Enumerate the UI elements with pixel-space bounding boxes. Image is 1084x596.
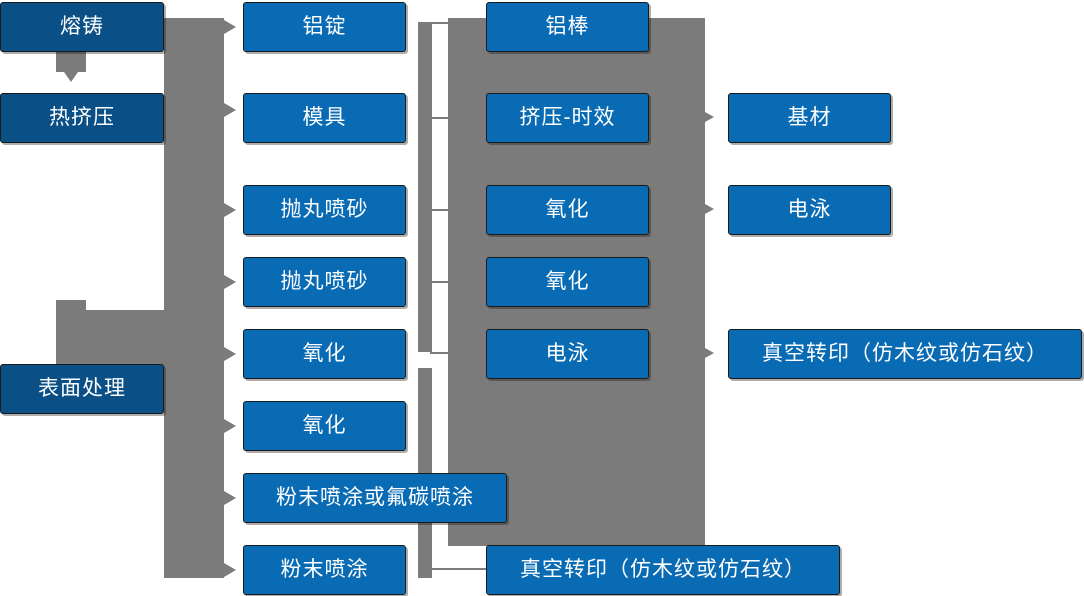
connector-tick-6 [430, 568, 488, 570]
node-muju[interactable]: 模具 [243, 93, 406, 143]
node-yanghua-4[interactable]: 氧化 [486, 257, 649, 307]
node-zhenkong-2[interactable]: 真空转印（仿木纹或仿石纹） [728, 329, 1082, 379]
connector-tick-4 [430, 281, 452, 283]
arrow-to-yanghua-1 [224, 347, 236, 361]
arrow-to-paowanpensha-2 [224, 275, 236, 289]
connector-left-bus-lower-stub-2 [56, 300, 86, 330]
connector-tick-3 [430, 209, 452, 211]
node-jicai[interactable]: 基材 [728, 93, 891, 143]
connector-tick-2 [430, 117, 452, 119]
node-jiya-shixiao[interactable]: 挤压-时效 [486, 93, 649, 143]
arrow-to-ludeng [224, 20, 236, 34]
node-paowanpensha-1[interactable]: 抛丸喷砂 [243, 185, 406, 235]
connector-tick-5 [430, 352, 452, 354]
node-biaomianchuli[interactable]: 表面处理 [0, 364, 164, 414]
connector-biaomianchuli-to-bus [162, 389, 184, 391]
node-ludeng[interactable]: 铝锭 [243, 2, 406, 52]
connector-tick-1 [430, 22, 452, 24]
arrow-down-to-biaomianchuli [64, 330, 78, 340]
arrow-down-to-rejiya [64, 72, 78, 82]
node-yanghua-3[interactable]: 氧化 [486, 185, 649, 235]
connector-mid-rail [418, 22, 432, 352]
node-yanghua-2[interactable]: 氧化 [243, 401, 406, 451]
arrow-to-yanghua-2 [224, 419, 236, 433]
node-lubang[interactable]: 铝棒 [486, 2, 649, 52]
node-yanghua-1[interactable]: 氧化 [243, 329, 406, 379]
connector-left-bus [164, 18, 224, 578]
node-zhenkong-1[interactable]: 真空转印（仿木纹或仿石纹） [486, 545, 840, 595]
node-fenmo-huotan[interactable]: 粉末喷涂或氟碳喷涂 [243, 473, 507, 523]
arrow-to-fenmo-huotan [224, 491, 236, 505]
arrow-to-zhenkong-1 [705, 348, 714, 358]
node-rejiya[interactable]: 热挤压 [0, 93, 164, 143]
node-dianyong-1[interactable]: 电泳 [486, 329, 649, 379]
node-paowanpensha-2[interactable]: 抛丸喷砂 [243, 257, 406, 307]
arrow-to-fenmopentu [224, 563, 236, 577]
node-fenmopentu[interactable]: 粉末喷涂 [243, 545, 406, 595]
arrow-to-jicai [705, 112, 714, 122]
arrow-to-paowanpensha-1 [224, 203, 236, 217]
node-dianyong-2[interactable]: 电泳 [728, 185, 891, 235]
arrow-to-muju [224, 103, 236, 117]
arrow-to-dianyong-2 [705, 204, 714, 214]
node-rongzhu[interactable]: 熔铸 [0, 2, 164, 52]
